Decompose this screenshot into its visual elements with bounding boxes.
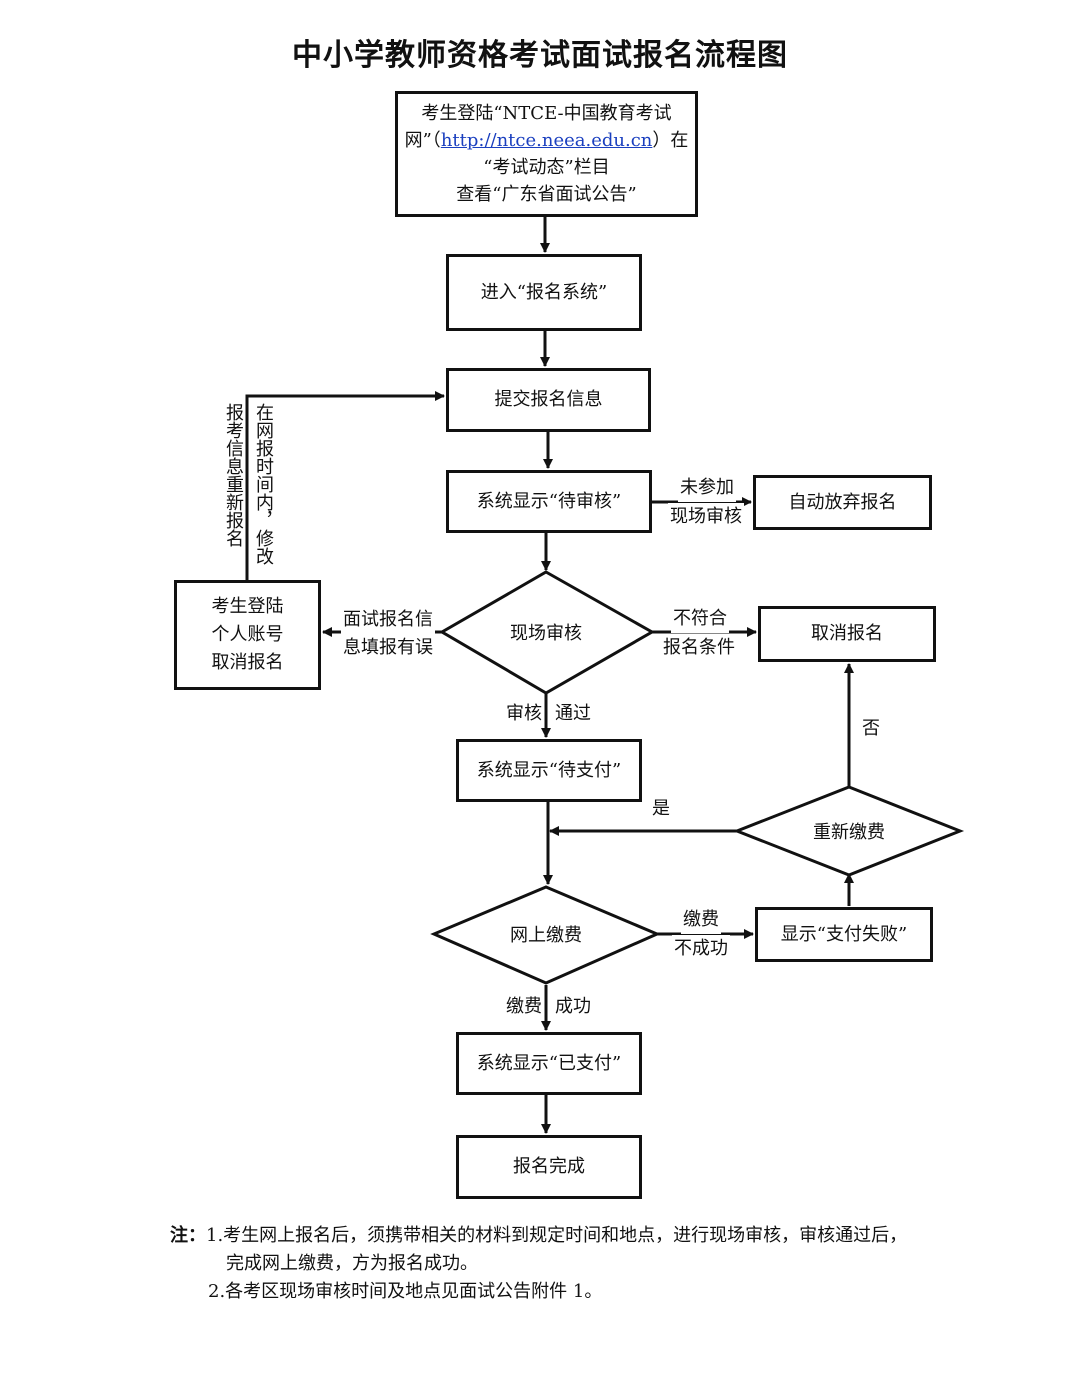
step-cancel-registration-label: 取消报名 [811, 623, 883, 644]
login-line-4: 查看“广东省面试公告” [456, 184, 637, 205]
notes-section: 注：1.考生网上报名后，须携带相关的材料到规定时间和地点，进行现场审核，审核通过… [170, 1222, 907, 1306]
edge-review-label-2: 通过 [553, 700, 593, 728]
edge-modify-label-col-1: 在网报时间内，修改 [253, 403, 274, 565]
note-item-1-text: 1.考生网上报名后，须携带相关的材料到规定时间和地点，进行现场审核，审核通过后， [206, 1225, 908, 1246]
login-line-2-post: ）在 [652, 130, 689, 151]
login-line-2-pre: 网”（ [404, 130, 441, 151]
step-payment-failed-label: 显示“支付失败” [780, 923, 908, 945]
online-payment-label: 网上缴费 [510, 925, 582, 946]
onsite-review-label: 现场审核 [510, 623, 582, 644]
step-auto-abandon-label: 自动放弃报名 [788, 491, 897, 513]
step-auto-abandon: 自动放弃报名 [753, 475, 932, 530]
login-line-3: “考试动态”栏目 [483, 157, 610, 178]
candidate-cancel-line-3: 取消报名 [211, 652, 284, 673]
edge-not-qualified-label-1: 不符合 [671, 605, 729, 633]
edge-pay-fail-label-1: 缴费 [681, 906, 721, 934]
step-enter-system: 进入“报名系统” [446, 254, 642, 331]
ntce-link[interactable]: http://ntce.neea.edu.cn [440, 130, 653, 151]
step-submit-info-label: 提交报名信息 [494, 389, 603, 410]
login-line-1: 考生登陆“NTCE-中国教育考试 [421, 103, 672, 124]
edge-pay-fail-label-2: 不成功 [672, 935, 730, 963]
page-title: 中小学教师资格考试面试报名流程图 [292, 38, 788, 73]
step-candidate-cancel: 考生登陆 个人账号 取消报名 [174, 580, 321, 690]
arrow-modify-to-submit [245, 391, 445, 580]
step-paid-label: 系统显示“已支付” [476, 1052, 622, 1074]
edge-modify-label-col-2: 报考信息重新报名 [223, 403, 244, 547]
edge-not-qualified-label-2: 报名条件 [661, 634, 737, 662]
edge-not-attend-label-2: 现场审核 [668, 503, 744, 531]
edge-info-error-label-1: 面试报名信 [341, 606, 435, 634]
step-login-box: 考生登陆“NTCE-中国教育考试 网”（http://ntce.neea.edu… [395, 91, 698, 217]
step-payment-failed: 显示“支付失败” [755, 907, 933, 962]
step-pending-review-label: 系统显示“待审核” [476, 490, 622, 512]
step-submit-info: 提交报名信息 [446, 368, 651, 432]
note-item-1-line-1: 注：1.考生网上报名后，须携带相关的材料到规定时间和地点，进行现场审核，审核通过… [170, 1222, 907, 1250]
repay-label: 重新缴费 [813, 822, 885, 843]
note-item-2: 2.各考区现场审核时间及地点见面试公告附件 1。 [208, 1281, 603, 1302]
notes-prefix: 注： [170, 1225, 206, 1246]
step-done: 报名完成 [456, 1135, 642, 1199]
step-pending-payment: 系统显示“待支付” [456, 739, 642, 802]
edge-review-label-1: 审核 [504, 700, 544, 728]
edge-not-attend-label-1: 未参加 [678, 474, 736, 502]
online-payment-diamond [430, 885, 661, 985]
step-cancel-registration: 取消报名 [758, 606, 936, 662]
login-line-2: 网”（http://ntce.neea.edu.cn）在 [405, 127, 689, 154]
edge-info-error-label-2: 息填报有误 [341, 634, 435, 662]
candidate-cancel-line-1: 考生登陆 [211, 596, 284, 617]
edge-pay-ok-label-2: 成功 [553, 993, 593, 1021]
repay-diamond [732, 785, 965, 877]
step-pending-review: 系统显示“待审核” [446, 470, 652, 533]
step-pending-payment-label: 系统显示“待支付” [476, 759, 622, 781]
step-paid: 系统显示“已支付” [456, 1032, 642, 1095]
step-done-label: 报名完成 [513, 1156, 585, 1177]
onsite-review-diamond [439, 570, 656, 695]
note-item-1-line-2: 完成网上缴费，方为报名成功。 [226, 1253, 478, 1274]
step-enter-system-label: 进入“报名系统” [480, 281, 608, 303]
candidate-cancel-line-2: 个人账号 [211, 624, 284, 645]
edge-yes-label: 是 [650, 795, 672, 823]
edge-pay-ok-label-1: 缴费 [504, 993, 544, 1021]
edge-no-label: 否 [860, 715, 882, 743]
